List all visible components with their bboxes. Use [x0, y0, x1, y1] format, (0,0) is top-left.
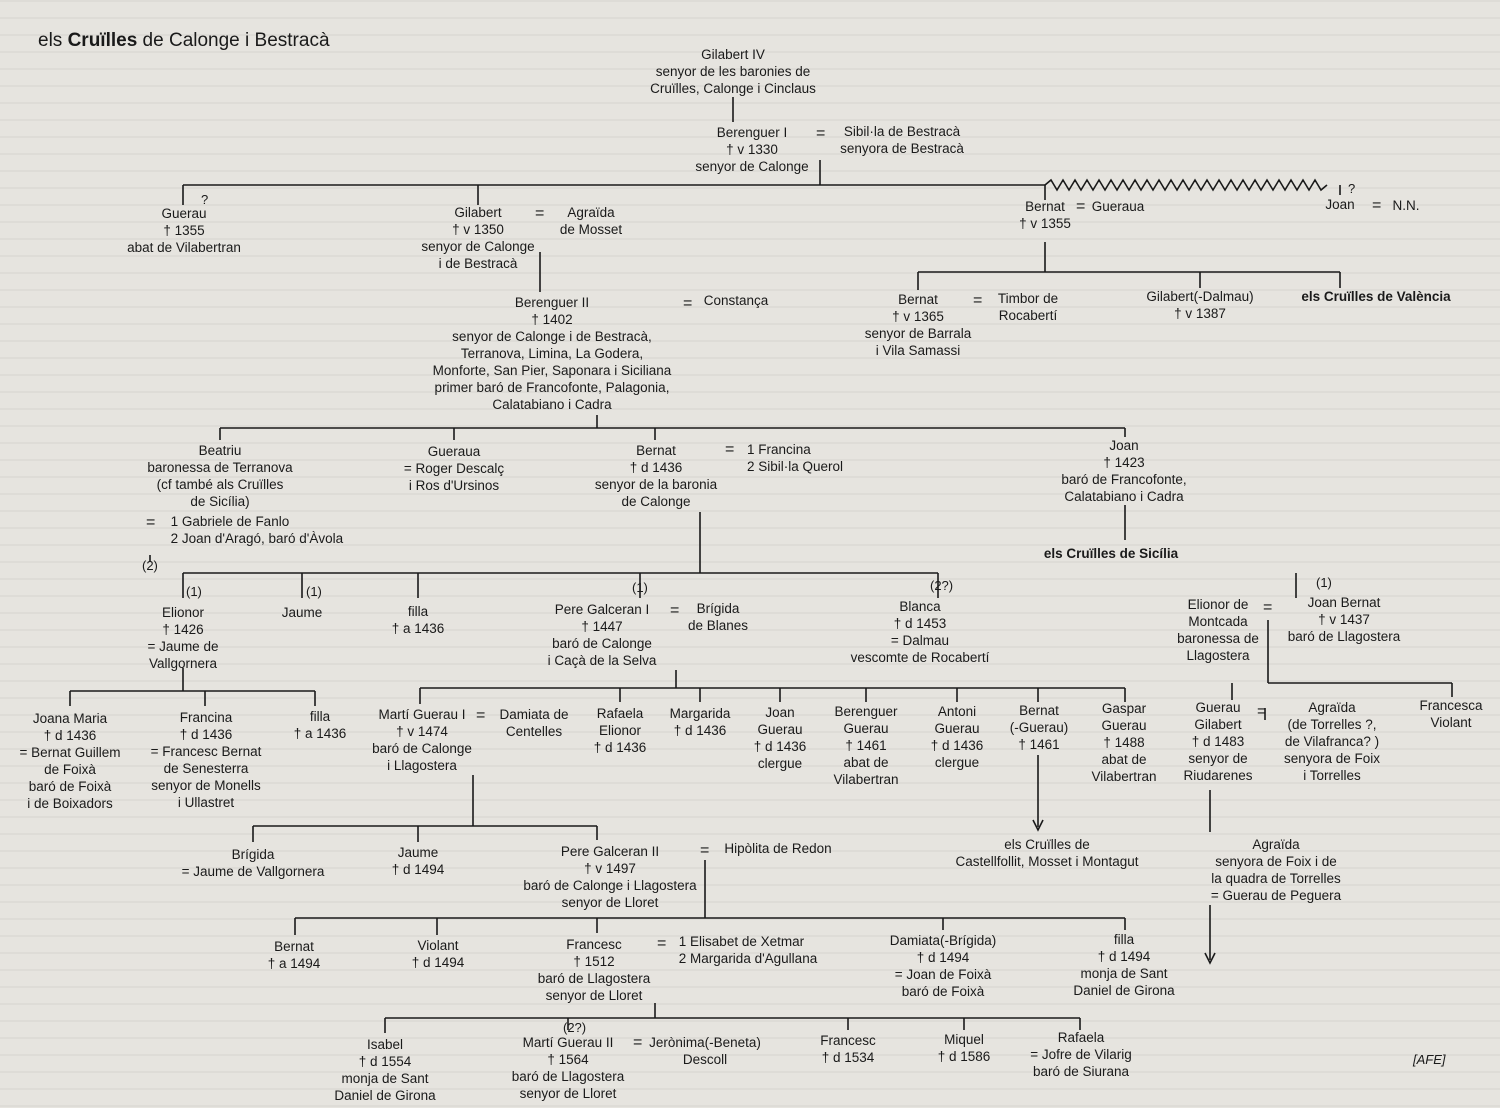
marriage-number: (1) [1316, 575, 1332, 590]
person-margarida: Margarida † d 1436 [669, 706, 731, 738]
person-berenguer-gueraou: Berenguer Guerau † 1461 abat de Vilabert… [833, 704, 899, 787]
marriage-sign: = [535, 205, 545, 222]
person-joan: Joan [1325, 197, 1355, 212]
marriage-sign: = [657, 935, 667, 952]
person-francesca-violant: Francesca Violant [1419, 698, 1483, 730]
marriage-sign: = [1257, 703, 1267, 720]
person-elionor-1426: Elionor † 1426 = Jaume de Vallgornera [147, 605, 219, 671]
marriage-sign: = [725, 441, 735, 458]
person-elionor-montcada: Elionor de Montcada baronessa de Llagost… [1177, 597, 1259, 663]
person-joan-bernat: Joan Bernat † v 1437 baró de Llagostera [1287, 595, 1401, 644]
person-constanca: Constança [703, 293, 769, 308]
person-jeronima-descoll: Jerònima(-Beneta) Descoll [649, 1035, 761, 1067]
person-marti-gueraou-ii: Martí Guerau II † 1564 baró de Llagoster… [511, 1035, 625, 1101]
person-agraida-mosset: Agraïda de Mosset [559, 205, 623, 237]
person-beatriu: Beatriu baronessa de Terranova (cf també… [147, 443, 293, 509]
person-rafaela-vilarig: Rafaela = Jofre de Vilarig baró de Siura… [1030, 1030, 1132, 1079]
marriage-number: (2?) [563, 1020, 587, 1035]
person-timbor-rocaberti: Timbor de Rocabertí [997, 291, 1059, 323]
person-damiata-centelles: Damiata de Centelles [499, 707, 569, 739]
person-agraida-foix: Agraïda senyora de Foix i de la quadra d… [1210, 837, 1342, 903]
page-title: els Cruïlles de Calonge i Bestracà [38, 30, 330, 51]
person-bernat-gueraou: Bernat (-Guerau) † 1461 [1009, 703, 1069, 752]
uncertain-mark: ? [1348, 181, 1356, 196]
person-filla-1436: filla † a 1436 [391, 604, 445, 636]
marriage-number: (1) [306, 584, 322, 599]
person-francesc-1512: Francesc † 1512 baró de Llagostera senyo… [537, 937, 651, 1003]
person-bernat-1355: Bernat † v 1355 [1019, 199, 1071, 231]
branch-cruilles-sicilia: els Cruïlles de Sicília [1043, 546, 1179, 561]
person-miquel: Miquel † d 1586 [937, 1032, 991, 1064]
person-gueraou-1355: Guerau † 1355 abat de Vilabertran [127, 206, 241, 255]
marriage-number: (2?) [930, 578, 954, 593]
marriage-sign: = [700, 842, 710, 859]
marriage-sign: = [146, 514, 156, 531]
person-bernat-1365: Bernat † v 1365 senyor de Barrala i Vila… [864, 292, 972, 358]
marriage-sign: = [683, 295, 693, 312]
marriage-number: (2) [142, 558, 158, 573]
person-gilabert-dalmau: Gilabert(-Dalmau) † v 1387 [1146, 289, 1254, 321]
person-gilabert-1350: Gilabert † v 1350 senyor de Calonge i de… [421, 205, 535, 271]
person-filla-a1436: filla † a 1436 [293, 709, 347, 741]
person-gilabert-iv: Gilabert IV senyor de les baronies de Cr… [650, 47, 816, 96]
person-joan-1423: Joan † 1423 baró de Francofonte, Calatab… [1061, 438, 1187, 504]
uncertain-mark: ? [201, 192, 209, 207]
person-gueraou-gilabert: Guerau Gilabert † d 1483 senyor de Riuda… [1183, 700, 1253, 783]
marriage-sign: = [1076, 198, 1086, 215]
person-berenguer-ii: Berenguer II † 1402 senyor de Calonge i … [432, 295, 672, 412]
marriage-sign: = [973, 292, 983, 309]
person-jaume: Jaume [281, 605, 323, 620]
person-brigida-vallgornera: Brígida = Jaume de Vallgornera [181, 847, 325, 879]
person-berenguer-i: Berenguer I † v 1330 senyor de Calonge [695, 125, 809, 174]
person-bernat-1494: Bernat † a 1494 [267, 939, 321, 971]
person-agraida-torrelles: Agraïda (de Torrelles ?, de Vilafranca? … [1283, 700, 1381, 783]
person-antoni-gueraou: Antoni Guerau † d 1436 clergue [930, 704, 984, 770]
source-credit: [AFE] [1413, 1052, 1446, 1067]
marriage-number: (1) [186, 584, 202, 599]
marriage-sign: = [476, 707, 486, 724]
francesc-spouses: 1 Elisabet de Xetmar 2 Margarida d'Agull… [678, 934, 818, 966]
person-brigida-blanes: Brígida de Blanes [687, 601, 749, 633]
person-violant-1494: Violant † d 1494 [411, 938, 465, 970]
person-rafaela-elionor: Rafaela Elionor † d 1436 [593, 706, 647, 755]
marriage-sign: = [816, 125, 826, 142]
marriage-sign: = [1263, 599, 1273, 616]
person-blanca: Blanca † d 1453 = Dalmau vescomte de Roc… [850, 599, 990, 665]
person-joana-maria: Joana Maria † d 1436 = Bernat Guillem de… [19, 711, 121, 811]
branch-cruilles-castellfollit: els Cruïlles de Castellfollit, Mosset i … [955, 837, 1139, 869]
person-damiata-brigida: Damiata(-Brígida) † d 1494 = Joan de Foi… [889, 933, 997, 999]
person-filla-monja: filla † d 1494 monja de Sant Daniel de G… [1073, 932, 1175, 998]
person-gueraua-descalc: Gueraua = Roger Descalç i Ros d'Ursinos [403, 444, 505, 493]
person-gaspar-gueraou: Gaspar Guerau † 1488 abat de Vilabertran [1091, 701, 1157, 784]
marriage-sign: = [1372, 197, 1382, 214]
person-francesc-1534: Francesc † d 1534 [820, 1033, 876, 1065]
person-gueraua: Gueraua [1091, 199, 1145, 214]
beatriu-spouses: 1 Gabriele de Fanlo 2 Joan d'Aragó, baró… [170, 514, 344, 546]
marriage-number: (1) [632, 580, 648, 595]
marriage-sign: = [633, 1034, 643, 1051]
person-jaume-1494: Jaume † d 1494 [391, 845, 445, 877]
person-pere-galceran-ii: Pere Galceran II † v 1497 baró de Calong… [523, 844, 697, 910]
person-hipolita-redon: Hipòlita de Redon [724, 841, 832, 856]
person-sibilla-bestraca: Sibil·la de Bestracà senyora de Bestracà [840, 124, 964, 156]
bernat-spouses: 1 Francina 2 Sibil·la Querol [746, 442, 844, 474]
marriage-sign: = [670, 602, 680, 619]
person-joan-gueraou: Joan Guerau † d 1436 clergue [753, 705, 807, 771]
person-pere-galceran-i: Pere Galceran I † 1447 baró de Calonge i… [547, 602, 657, 668]
person-bernat-1436: Bernat † d 1436 senyor de la baronia de … [594, 443, 718, 509]
person-isabel: Isabel † d 1554 monja de Sant Daniel de … [334, 1037, 436, 1103]
person-francina-1436: Francina † d 1436 = Francesc Bernat de S… [150, 710, 262, 810]
person-nn: N.N. [1392, 198, 1420, 213]
branch-cruilles-valencia: els Cruïlles de València [1301, 289, 1451, 304]
person-marti-gueraou-i: Martí Guerau I † v 1474 baró de Calonge … [372, 707, 472, 773]
